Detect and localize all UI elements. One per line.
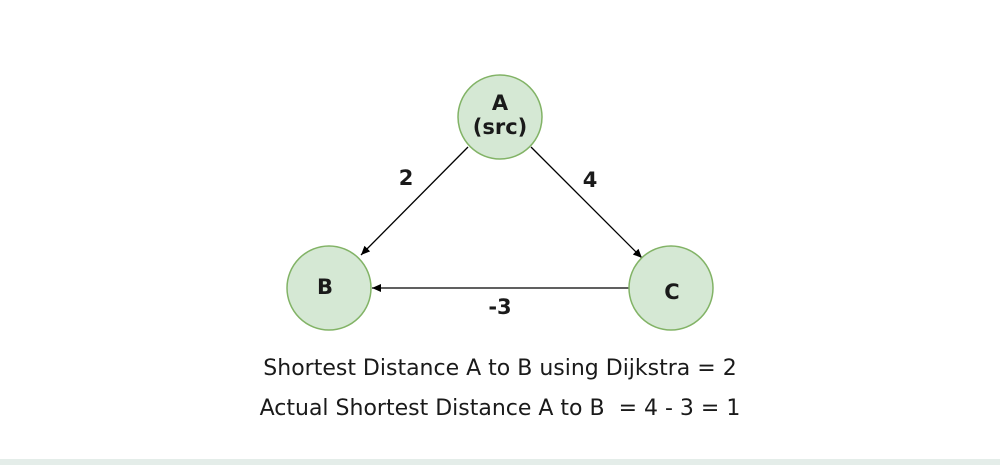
node-c-circle <box>628 245 714 331</box>
edge-a-to-b-weight: 2 <box>399 166 414 190</box>
edge-a-to-c-weight: 4 <box>583 168 598 192</box>
actual-distance-caption: Actual Shortest Distance A to B = 4 - 3 … <box>259 396 741 421</box>
node-b-label: B <box>317 275 333 299</box>
edge-a-to-b <box>360 146 469 256</box>
dijkstra-distance-caption: Shortest Distance A to B using Dijkstra … <box>263 356 737 381</box>
edge-c-to-b-weight: -3 <box>488 295 511 319</box>
node-a: A (src) <box>457 74 543 160</box>
node-b: B <box>286 245 372 331</box>
node-a-label: A <box>492 91 509 115</box>
node-c-label: C <box>664 280 679 304</box>
node-a-sublabel: (src) <box>473 115 528 139</box>
node-c: C <box>628 245 714 331</box>
node-b-circle <box>286 245 372 331</box>
bottom-band <box>0 459 1000 465</box>
node-a-circle <box>457 74 543 160</box>
edge-a-to-c <box>530 146 643 259</box>
